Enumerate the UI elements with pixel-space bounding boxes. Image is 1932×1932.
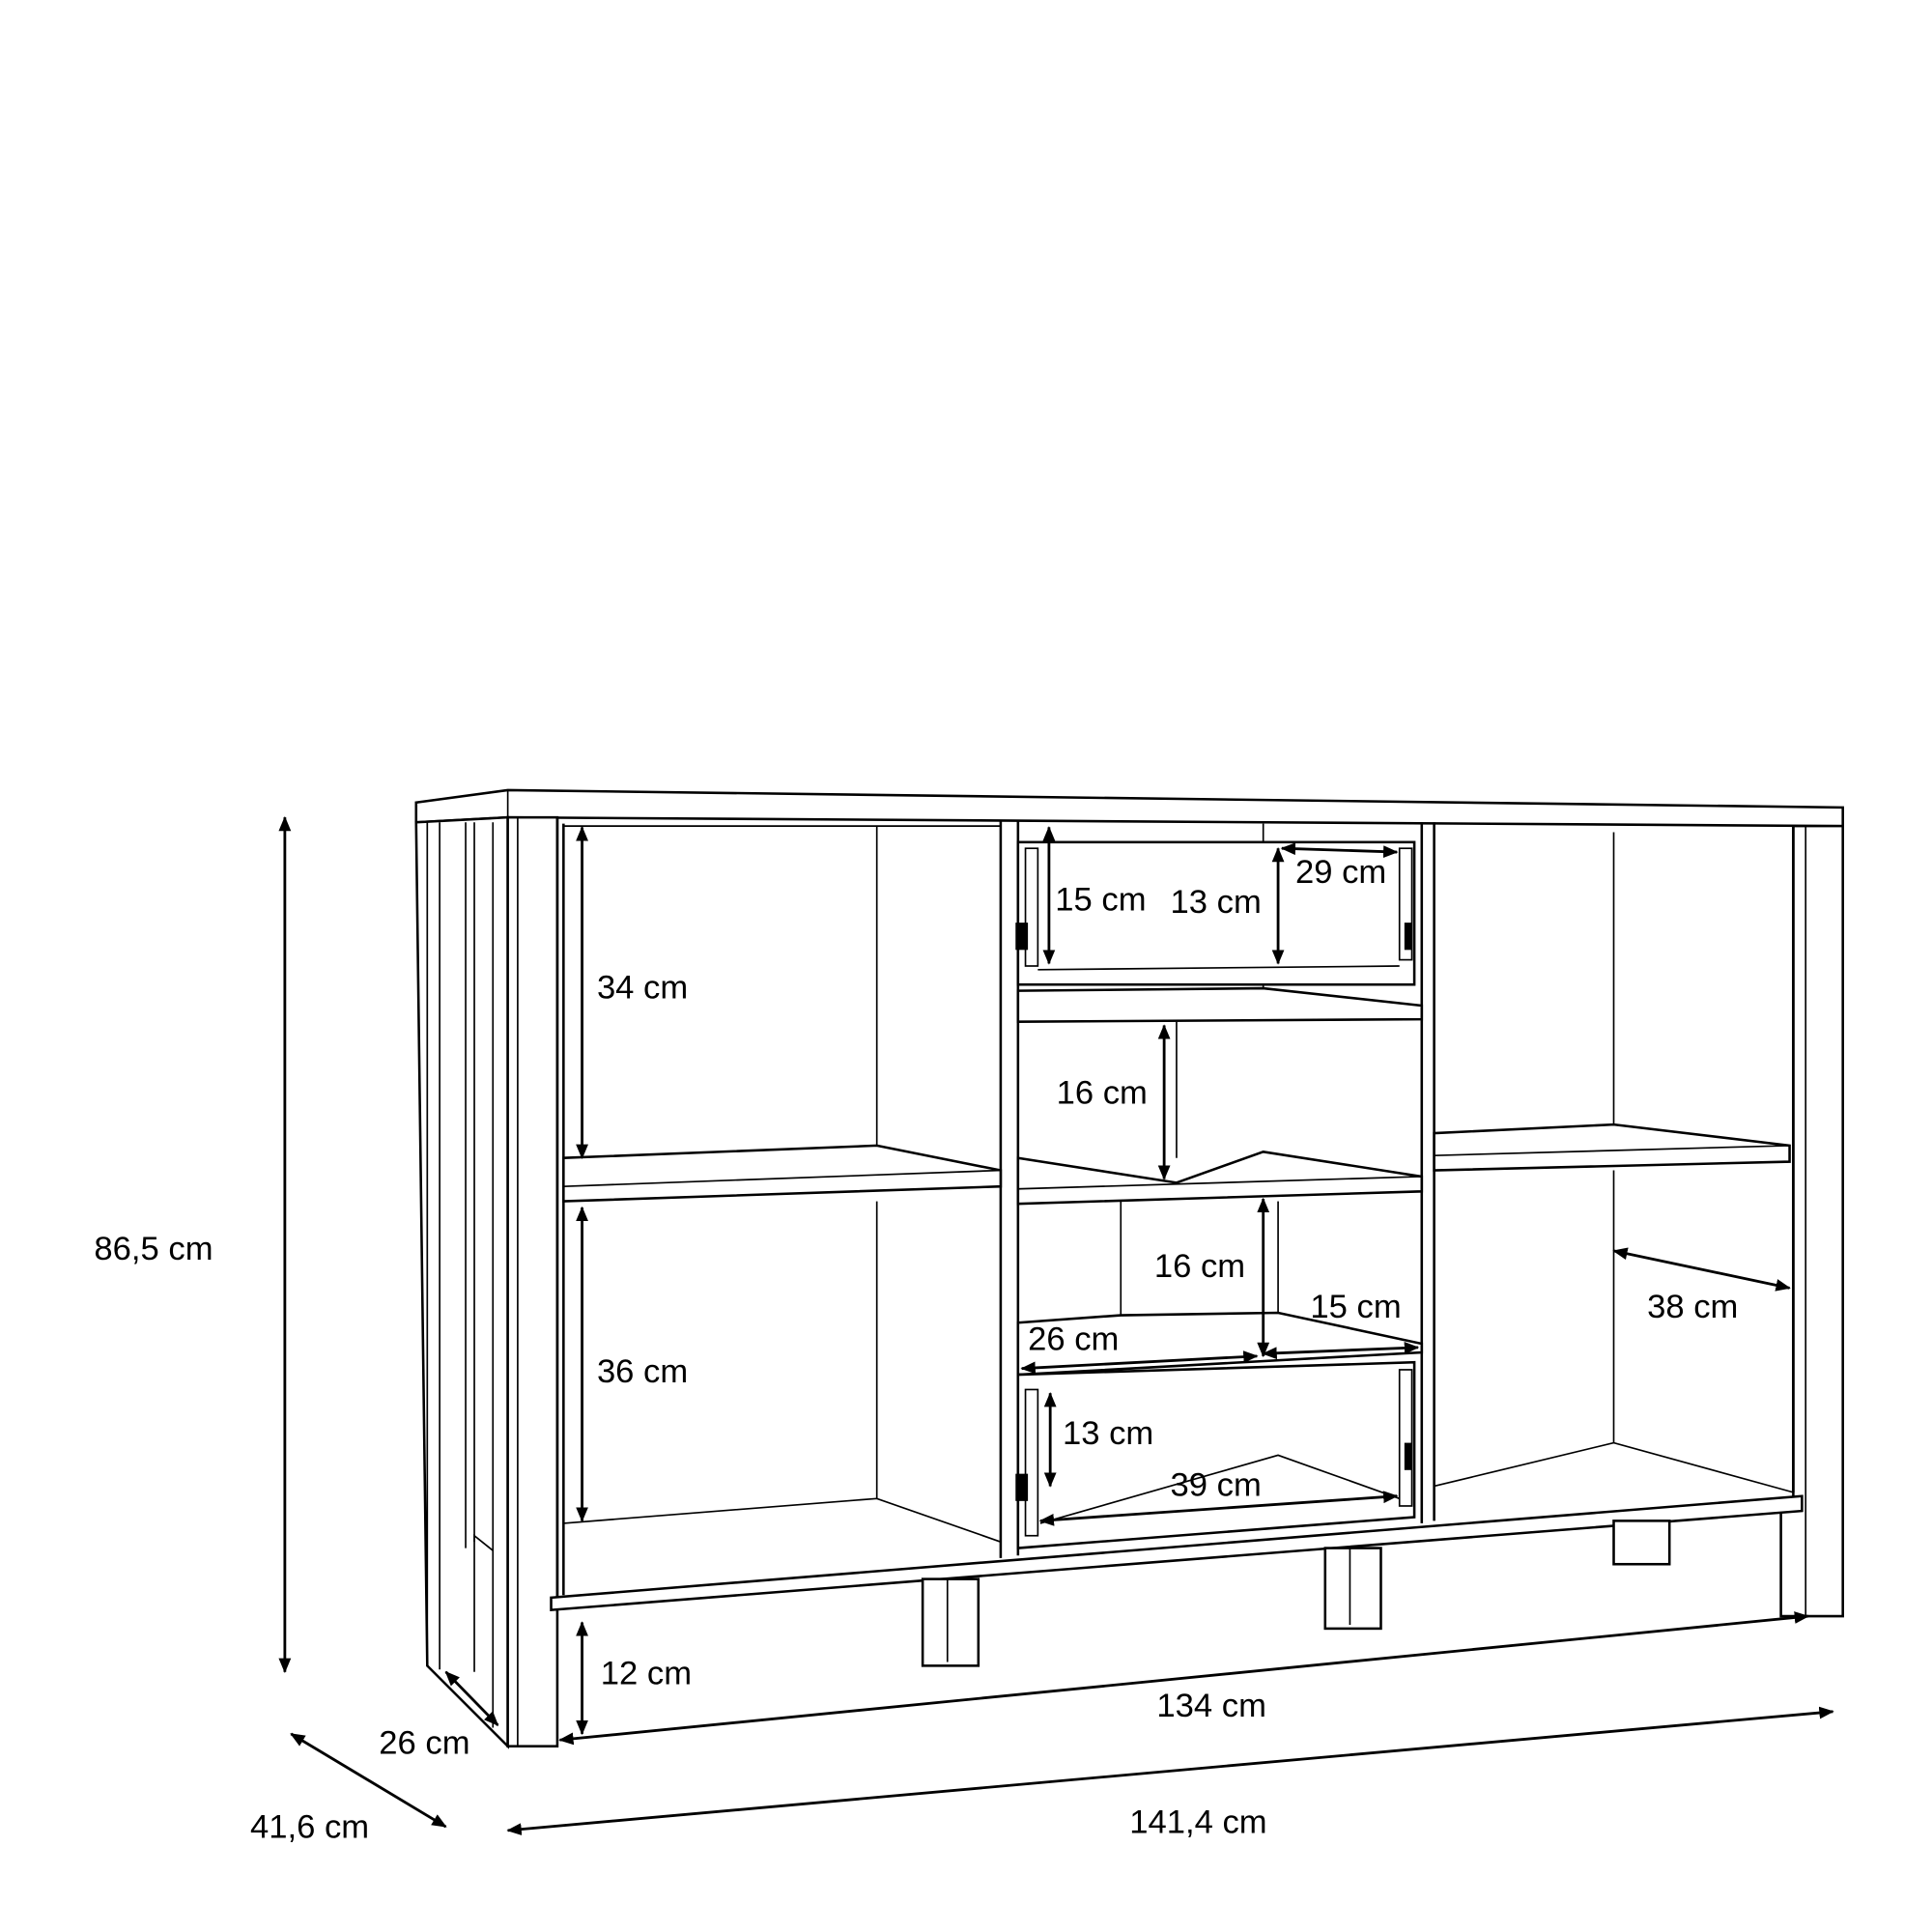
top-slab [414, 788, 1844, 828]
leg [1323, 1547, 1382, 1631]
left-side-panel [414, 815, 509, 1749]
label-right-depth: 38 cm [1647, 1289, 1738, 1325]
bottom-rail [550, 1494, 1804, 1612]
leg [921, 1577, 980, 1667]
center-shelf-1 [1016, 986, 1424, 1023]
label-middle-shelf-depth: 15 cm [1310, 1289, 1401, 1325]
label-top-drawer-inner: 13 cm [1171, 884, 1262, 921]
left-shelf [562, 1144, 1003, 1203]
label-total-depth: 41,6 cm [250, 1809, 369, 1846]
label-left-upper: 34 cm [597, 969, 688, 1006]
label-bottom-drawer-width: 39 cm [1171, 1467, 1262, 1504]
label-middle-shelf-width: 26 cm [1028, 1321, 1119, 1357]
label-inner-depth: 26 cm [379, 1724, 469, 1761]
leg [1612, 1520, 1671, 1566]
label-middle-upper: 16 cm [1057, 1074, 1148, 1111]
label-top-drawer-outer: 15 cm [1055, 881, 1146, 918]
top-drawer [1016, 840, 1416, 986]
label-total-width: 141,4 cm [1129, 1804, 1266, 1840]
label-total-height: 86,5 cm [94, 1231, 213, 1267]
right-shelf [1433, 1122, 1791, 1172]
bottom-drawer [1016, 1360, 1416, 1549]
dimension-labels: 86,5 cm 141,4 cm 134 cm 41,6 cm 26 cm 12… [94, 854, 1738, 1845]
label-top-drawer-depth: 29 cm [1295, 854, 1386, 891]
label-body-width: 134 cm [1156, 1688, 1266, 1724]
label-bottom-drawer-height: 13 cm [1063, 1415, 1153, 1452]
sideboard-outline [414, 788, 1844, 1749]
label-left-lower: 36 cm [597, 1353, 688, 1390]
label-middle-lower: 16 cm [1154, 1248, 1245, 1285]
dimension-arrows [278, 815, 1834, 1835]
label-leg-height: 12 cm [601, 1656, 692, 1692]
